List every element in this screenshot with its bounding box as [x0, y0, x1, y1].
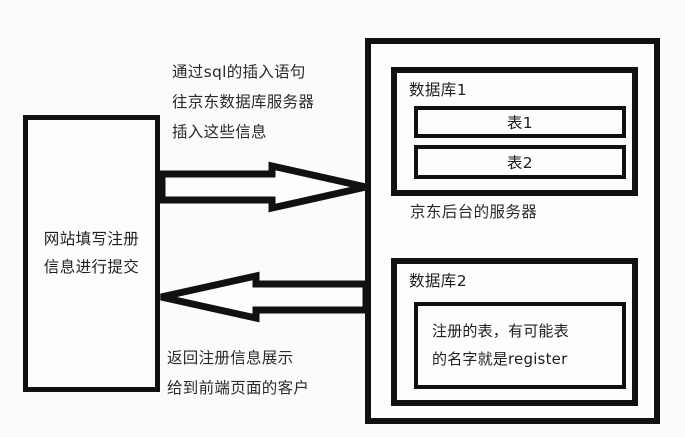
- request-annotation-line-3: 插入这些信息: [172, 123, 267, 142]
- register-table-box: 注册的表，有可能表 的名字就是register: [414, 302, 626, 389]
- server-panel: 数据库1 表1 表2 数据库2 注册的表，有可能表 的名字就是register: [365, 38, 660, 424]
- request-annotation-line-2: 往京东数据库服务器: [172, 93, 315, 112]
- register-note-line-2: 的名字就是register: [432, 349, 568, 368]
- database-2-box: 数据库2 注册的表，有可能表 的名字就是register: [391, 258, 638, 406]
- response-annotation-line-1: 返回注册信息展示: [167, 349, 294, 367]
- server-panel-caption: 京东后台的服务器: [410, 203, 538, 221]
- client-website-box: 网站填写注册 信息进行提交: [23, 115, 160, 392]
- table-2-label: 表2: [506, 154, 534, 172]
- request-annotation: 通过sql的插入语句 往京东数据库服务器 插入这些信息: [172, 57, 314, 148]
- client-box-line-1: 网站填写注册: [43, 230, 140, 249]
- response-annotation-line-2: 给到前端页面的客户: [167, 379, 310, 398]
- request-annotation-line-1: 通过sql的插入语句: [172, 63, 306, 81]
- table-1-box: 表1: [414, 106, 626, 138]
- register-note-line-1: 注册的表，有可能表: [432, 321, 569, 340]
- table-1-label: 表1: [506, 114, 534, 132]
- database-1-box: 数据库1 表1 表2: [391, 67, 638, 196]
- request-arrow-icon: [158, 161, 367, 213]
- database-1-title: 数据库1: [409, 81, 467, 99]
- response-arrow-icon: [160, 271, 370, 323]
- client-box-line-2: 信息进行提交: [43, 257, 140, 276]
- response-annotation: 返回注册信息展示 给到前端页面的客户: [167, 343, 309, 403]
- table-2-box: 表2: [414, 145, 626, 179]
- database-2-title: 数据库2: [409, 272, 467, 290]
